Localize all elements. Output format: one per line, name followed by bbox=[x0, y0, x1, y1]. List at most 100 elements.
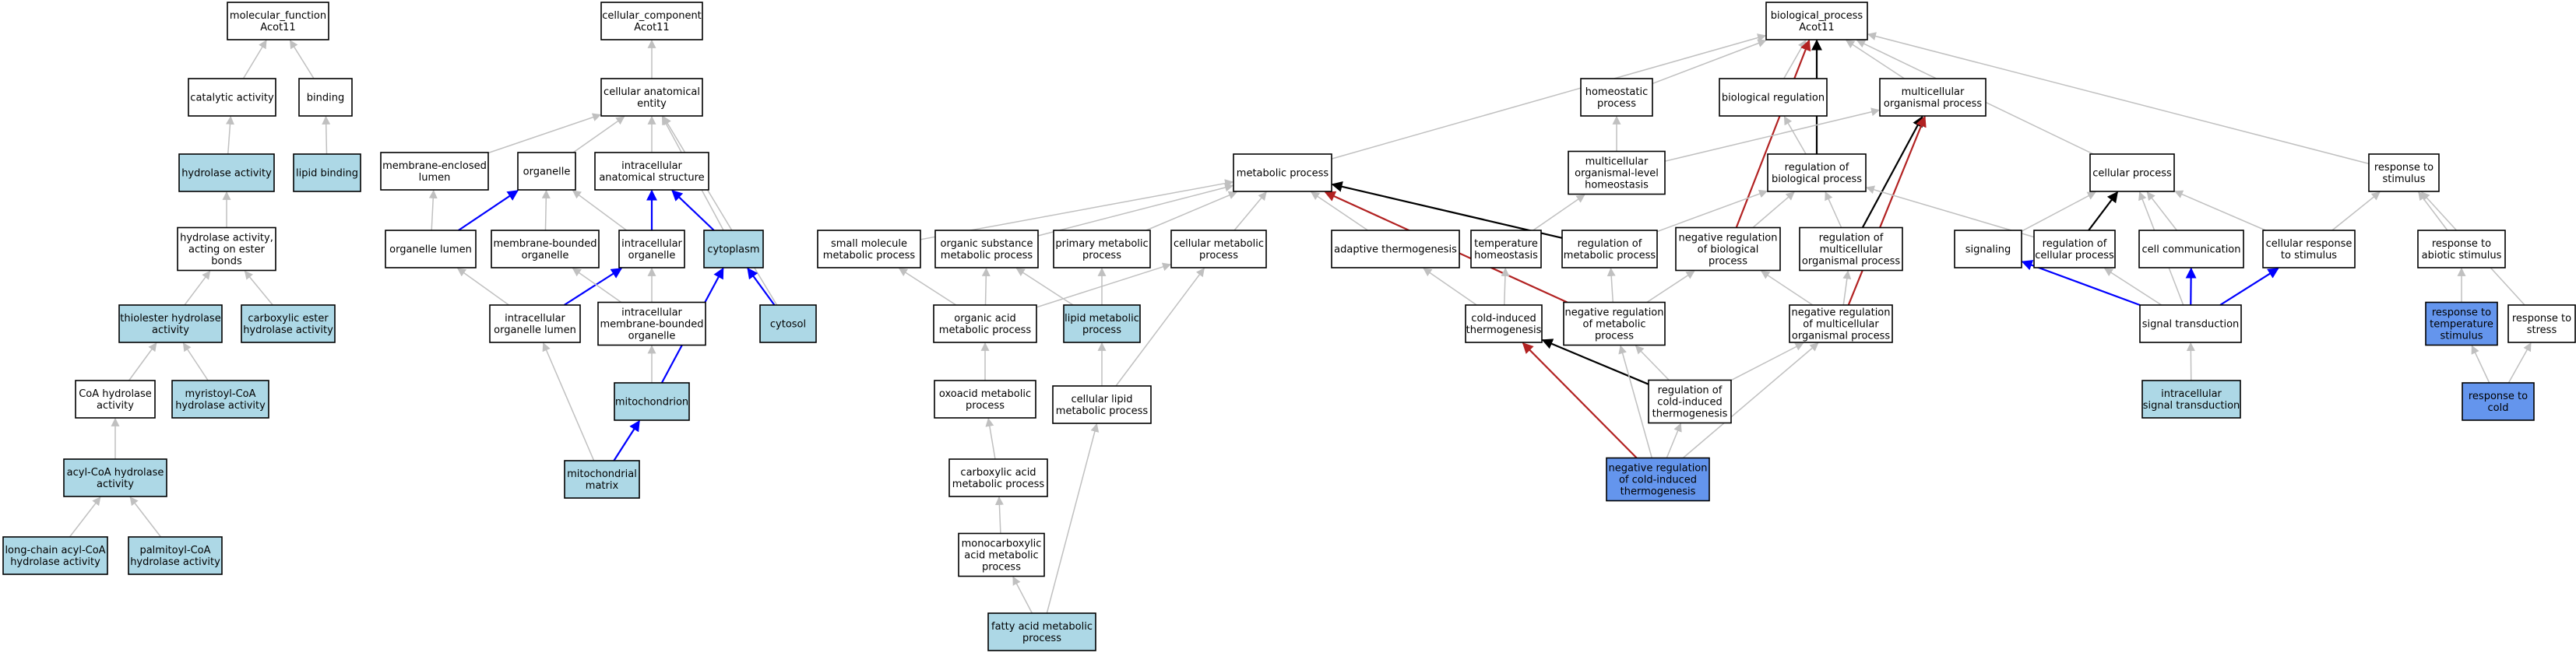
edge-fattyacid-to-celllipid bbox=[1046, 423, 1100, 614]
edge-orgacid-to-orgsubst bbox=[981, 267, 991, 306]
go-term-label: intracellular bbox=[621, 238, 682, 250]
go-term-metab: metabolic process bbox=[1233, 153, 1332, 192]
go-term-label: multicellular bbox=[1902, 86, 1965, 98]
edge-multicell-to-bp bbox=[1846, 40, 1905, 79]
go-term-label: homeostasis bbox=[1474, 250, 1538, 261]
go-term-label: anatomical structure bbox=[599, 172, 704, 184]
go-term-box bbox=[597, 301, 706, 346]
go-term-signaltrans: signal transduction bbox=[2139, 304, 2242, 343]
go-term-label: activity bbox=[97, 479, 134, 490]
go-term-label: organelle bbox=[628, 331, 676, 342]
go-term-label: process bbox=[1709, 256, 1747, 268]
go-term-box bbox=[600, 78, 703, 117]
go-term-label: abiotic stimulus bbox=[2422, 250, 2502, 261]
go-term-label: thermogenesis bbox=[1621, 486, 1696, 498]
go-term-label: cold bbox=[2488, 402, 2509, 414]
go-term-label: response to bbox=[2432, 307, 2491, 319]
go-term-box bbox=[227, 2, 329, 40]
edge-longchain-to-acylcoa bbox=[69, 496, 101, 538]
go-term-label: organelle bbox=[628, 250, 676, 261]
go-term-box bbox=[298, 78, 353, 117]
go-term-label: regulation of bbox=[1819, 233, 1884, 244]
edge-negregmc-to-multicell bbox=[1847, 115, 1927, 306]
edge-respabiotic-to-respstim bbox=[2418, 191, 2448, 231]
go-term-box bbox=[1719, 78, 1828, 117]
go-term-cytoplasm: cytoplasm bbox=[703, 230, 764, 268]
go-term-box bbox=[614, 382, 690, 421]
edge-fattyacid-to-monocarb bbox=[1012, 576, 1033, 614]
go-term-label: binding bbox=[307, 93, 344, 104]
edge-temphomeo-to-mclevelhomeo bbox=[1533, 194, 1585, 231]
go-term-box bbox=[63, 458, 167, 497]
go-term-label: cellular process bbox=[2035, 250, 2114, 261]
edge-orgacid-to-smallmol bbox=[898, 268, 957, 306]
go-term-label: organic substance bbox=[941, 238, 1033, 250]
go-term-box bbox=[1063, 304, 1141, 343]
go-term-label: cellular_component bbox=[602, 10, 702, 22]
edge-lipidbind-to-binding bbox=[322, 115, 331, 155]
go-term-box bbox=[2141, 380, 2241, 419]
edge-intramembbound-to-membbound bbox=[572, 268, 622, 303]
go-term-label: intracellular bbox=[621, 160, 682, 172]
go-term-label: mitochondrion bbox=[615, 397, 688, 409]
go-term-box bbox=[1954, 230, 2022, 268]
go-term-label: cell communication bbox=[2141, 244, 2240, 256]
go-term-box bbox=[958, 532, 1045, 577]
go-term-box bbox=[380, 152, 489, 191]
go-term-label: palmitoyl-CoA bbox=[139, 545, 210, 556]
go-term-label: of multicellular bbox=[1803, 319, 1879, 331]
go-term-label: Acot11 bbox=[1799, 22, 1834, 33]
edge-negregcold-to-negregmetab bbox=[1618, 345, 1653, 458]
go-term-label: cellular anatomical bbox=[604, 86, 700, 98]
edge-carbacid-to-oxoacid bbox=[985, 417, 996, 460]
go-term-label: metabolic process bbox=[952, 479, 1045, 490]
go-term-label: metabolic process bbox=[1564, 250, 1656, 261]
go-term-label: process bbox=[966, 400, 1005, 412]
go-term-box bbox=[1675, 226, 1781, 272]
edge-cytoplasm-to-intraanat bbox=[671, 190, 715, 231]
go-term-label: multicellular bbox=[1585, 156, 1649, 168]
go-term-label: negative regulation bbox=[1608, 463, 1707, 475]
go-term-lipidbind: lipid binding bbox=[293, 153, 361, 192]
go-term-label: hydrolase activity, bbox=[180, 233, 273, 244]
go-term-label: hydrolase activity bbox=[181, 168, 272, 180]
go-term-label: lipid binding bbox=[296, 168, 358, 180]
go-term-label: thermogenesis bbox=[1466, 324, 1542, 336]
go-term-label: response to bbox=[2512, 313, 2571, 324]
go-term-label: temperature bbox=[1474, 238, 1538, 250]
go-term-box bbox=[2417, 230, 2506, 268]
edge-membenc-to-cae bbox=[487, 113, 602, 154]
edge-negregmc-to-negregbio bbox=[1761, 270, 1814, 306]
go-term-label: hydrolase activity bbox=[130, 556, 220, 568]
edge-signaltrans-to-signaling bbox=[2021, 260, 2141, 307]
go-term-box bbox=[2425, 301, 2498, 346]
go-term-label: entity bbox=[637, 98, 667, 110]
edge-cellmetab-to-metab bbox=[1233, 191, 1267, 231]
go-term-box bbox=[517, 152, 576, 191]
go-term-box bbox=[759, 304, 817, 343]
edge-palmitoyl-to-acylcoa bbox=[129, 496, 162, 538]
go-term-label: response to bbox=[2432, 238, 2491, 250]
go-term-box bbox=[987, 612, 1096, 651]
edge-negregcold-to-negregmc bbox=[1682, 342, 1819, 459]
go-term-label: organelle bbox=[522, 250, 569, 261]
go-term-label: monocarboxylic bbox=[962, 538, 1042, 550]
edge-regcold-to-negregmc bbox=[1730, 342, 1804, 381]
edge-hydrolase-to-catalytic bbox=[225, 115, 234, 155]
go-term-box bbox=[600, 2, 703, 40]
go-term-label: stress bbox=[2527, 324, 2557, 336]
